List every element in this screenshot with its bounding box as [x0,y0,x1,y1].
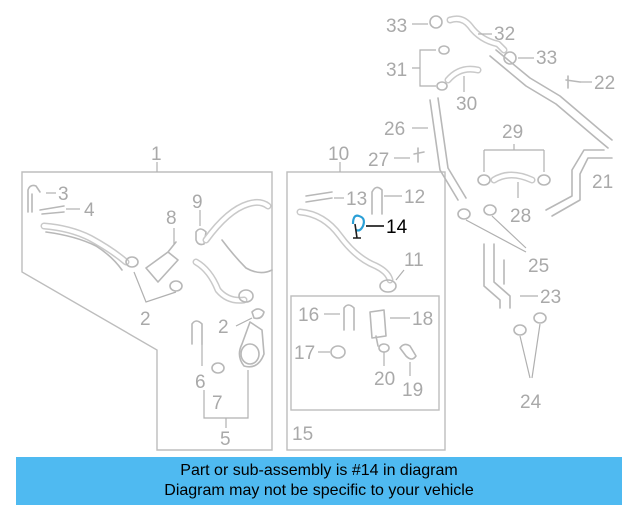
callout-10: 10 [328,144,349,165]
bolt-part-27 [413,147,425,163]
banner-line-2: Diagram may not be specific to your vehi… [164,482,474,499]
callout-19: 19 [402,380,423,401]
clip-part-6 [191,320,203,345]
group-box-1 [21,171,273,451]
clip-part-3 [27,184,41,213]
callout-28: 28 [510,206,531,227]
o-ring-part-7 [211,362,225,374]
clamp-part-9 [195,228,207,246]
callout-12: 12 [404,187,425,208]
callout-9: 9 [192,192,203,213]
clip-part-19 [399,343,417,360]
callout-3: 3 [58,184,69,205]
connector-part-8 [145,241,179,283]
callout-2b: 2 [218,317,229,338]
callout-15: 15 [292,424,313,445]
clamp-part-2 [251,308,265,320]
callout-22: 22 [594,73,615,94]
callout-26: 26 [384,119,405,140]
callout-24: 24 [520,392,542,413]
banner-line-1: Part or sub-assembly is #14 in diagram [180,462,458,479]
callout-5: 5 [220,429,231,450]
sensor-part-18 [369,309,387,347]
callout-14: 14 [386,217,408,238]
bolt-part-22 [565,75,581,89]
callout-32: 32 [494,24,515,45]
clip-part-16 [343,304,355,331]
o-ring-part-11 [379,279,397,293]
elbow-fitting [238,321,265,368]
callout-8: 8 [166,208,177,229]
info-banner: Part or sub-assembly is #14 in diagram D… [16,457,622,505]
highlighted-clamp-part-14 [351,214,365,239]
callout-25: 25 [528,256,549,277]
callout-17: 17 [294,343,315,364]
hose-left-main [40,222,130,266]
clip-part-12 [371,186,383,215]
callout-11: 11 [404,250,424,271]
callout-7: 7 [212,393,223,414]
group-box-15 [290,295,440,411]
clamp-part-13 [305,191,333,203]
callout-30: 30 [456,94,477,115]
clamp-part-4 [39,205,65,215]
callout-16: 16 [298,305,319,326]
callout-33a: 33 [386,16,407,37]
callout-21: 21 [592,172,613,193]
o-ring-part-20 [378,343,390,353]
callout-4: 4 [84,200,95,221]
callout-27: 27 [368,150,389,171]
callout-20: 20 [374,369,395,390]
callout-2a: 2 [140,309,151,330]
group-box-10 [286,171,446,451]
callout-23: 23 [540,287,561,308]
callout-6: 6 [195,372,206,393]
callout-29: 29 [502,122,523,143]
callout-33b: 33 [536,48,557,69]
parts-diagram: 1 10 15 3 4 8 2 9 2 6 7 5 [21,15,615,451]
callout-18: 18 [412,309,433,330]
callout-1: 1 [151,144,162,165]
callout-13: 13 [346,189,367,210]
callout-31: 31 [386,60,407,81]
o-ring-part-17 [330,345,346,359]
